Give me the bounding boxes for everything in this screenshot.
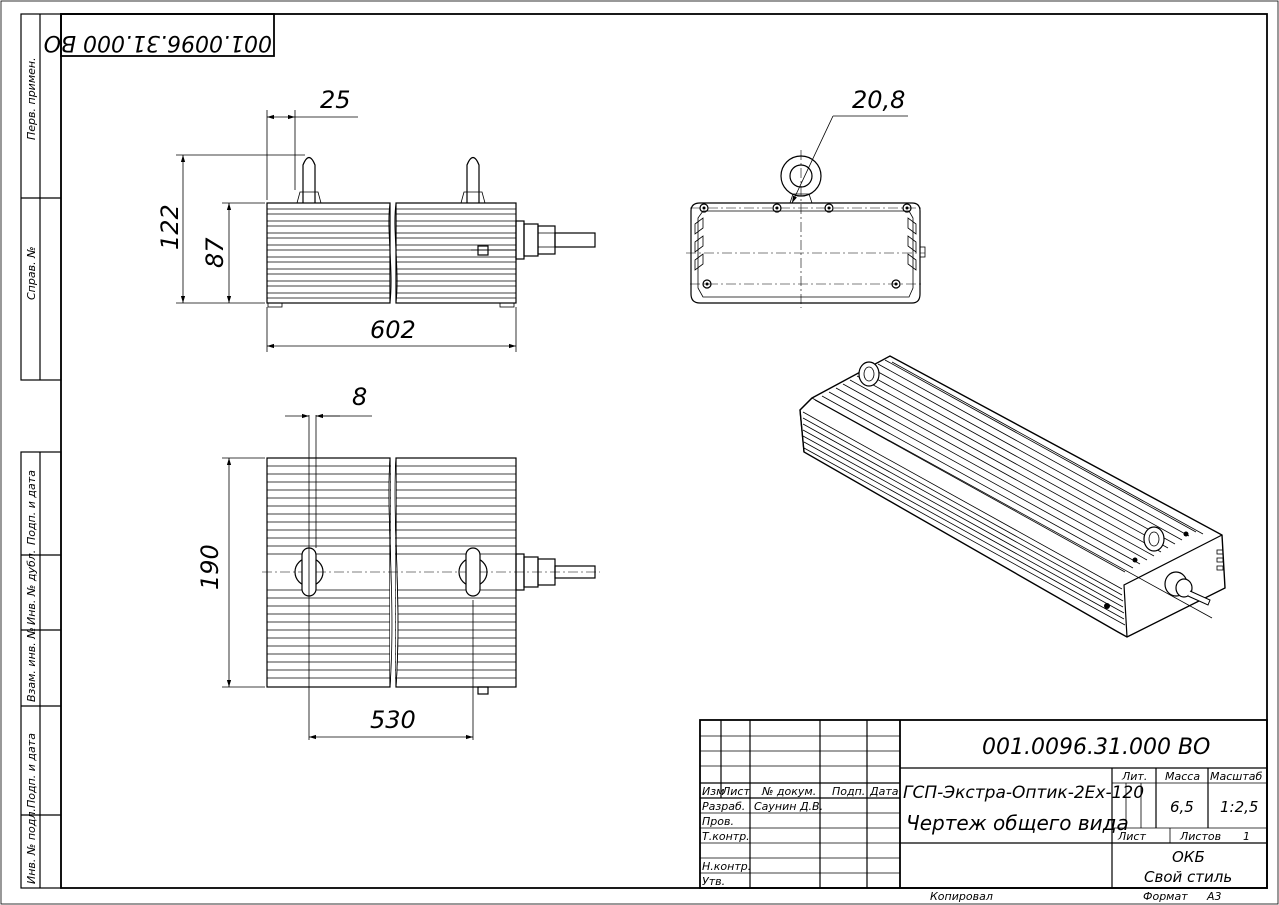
copied-label: Копировал [930,890,993,903]
tb-col-izm: Изм [702,785,724,798]
tb-col-docum: № докум. [761,785,816,798]
stamp-sprav-no: Справ. № [25,246,38,300]
dim-slot-width: 8 [352,383,367,411]
tb-row-utv: Утв. [702,875,725,888]
mirrored-code-box: 001.0096.31.000 ВО [44,13,275,57]
tb-masshtab-value: 1:2,5 [1220,798,1258,816]
dim-handle-width: 25 [320,86,351,114]
tb-drawing-code: 001.0096.31.000 ВО [982,735,1210,760]
tb-org-line1: ОКБ [1172,848,1205,866]
dim-overall-height: 122 [156,204,184,250]
isometric-view [799,355,1226,638]
dim-handle-spacing: 530 [370,706,416,734]
tb-listov-label: Листов [1179,830,1221,843]
dim-length: 602 [370,316,416,344]
tb-row-nkontr: Н.контр. [702,860,751,873]
sheet-inner-frame [60,13,1268,889]
tb-col-list: Лист [721,785,750,798]
plan-view [262,415,600,740]
dim-width: 190 [196,544,224,590]
format-value: А3 [1206,890,1222,903]
stamp-inv-dubl: Инв. № дубл. [25,550,38,625]
stamp-vzam-inv: Взам. инв. № [25,627,38,702]
plan-view-dimensions: 8 190 530 [196,383,473,740]
stamp-inv-podl: Инв. № подл. [25,808,38,884]
stamp-perv-primen: Перв. примен. [25,57,38,140]
dim-eye-diameter: 20,8 [852,86,905,114]
tb-title-line1: ГСП-Экстра-Оптик-2Ех-120 [903,783,1144,803]
tb-list-label: Лист [1117,830,1146,843]
stamp-podp-data-2: Подп. и дата [25,733,38,808]
tb-razrab-name: Саунин Д.В. [754,800,823,813]
tb-massa-label: Масса [1165,770,1200,783]
tb-listov-value: 1 [1243,830,1250,843]
stamp-podp-data-1: Подп. и дата [25,470,38,545]
left-side-stamp: Перв. примен. Справ. № Подп. и дата Инв.… [20,13,62,889]
mirrored-code-text: 001.0096.31.000 ВО [44,30,272,55]
tb-row-razrab: Разраб. [702,800,745,813]
dim-body-height: 87 [201,237,229,268]
title-block: Изм Лист № докум. Подп. Дата Разраб. Сау… [699,719,1268,889]
tb-lit-label: Лит. [1121,770,1147,783]
format-label: Формат [1143,890,1188,903]
tb-massa-value: 6,5 [1170,798,1194,816]
front-view [266,156,596,308]
tb-col-podp: Подп. [832,785,865,798]
end-view: 20,8 [686,86,926,308]
tb-row-prov: Пров. [702,815,734,828]
tb-masshtab-label: Масштаб [1210,770,1262,783]
tb-col-data: Дата [869,785,899,798]
tb-row-tkontr: Т.контр. [702,830,750,843]
tb-title-line2: Чертеж общего вида [906,811,1129,835]
tb-org-line2: Свой стиль [1144,868,1232,886]
front-view-dimensions: 25 122 87 602 [156,86,517,352]
